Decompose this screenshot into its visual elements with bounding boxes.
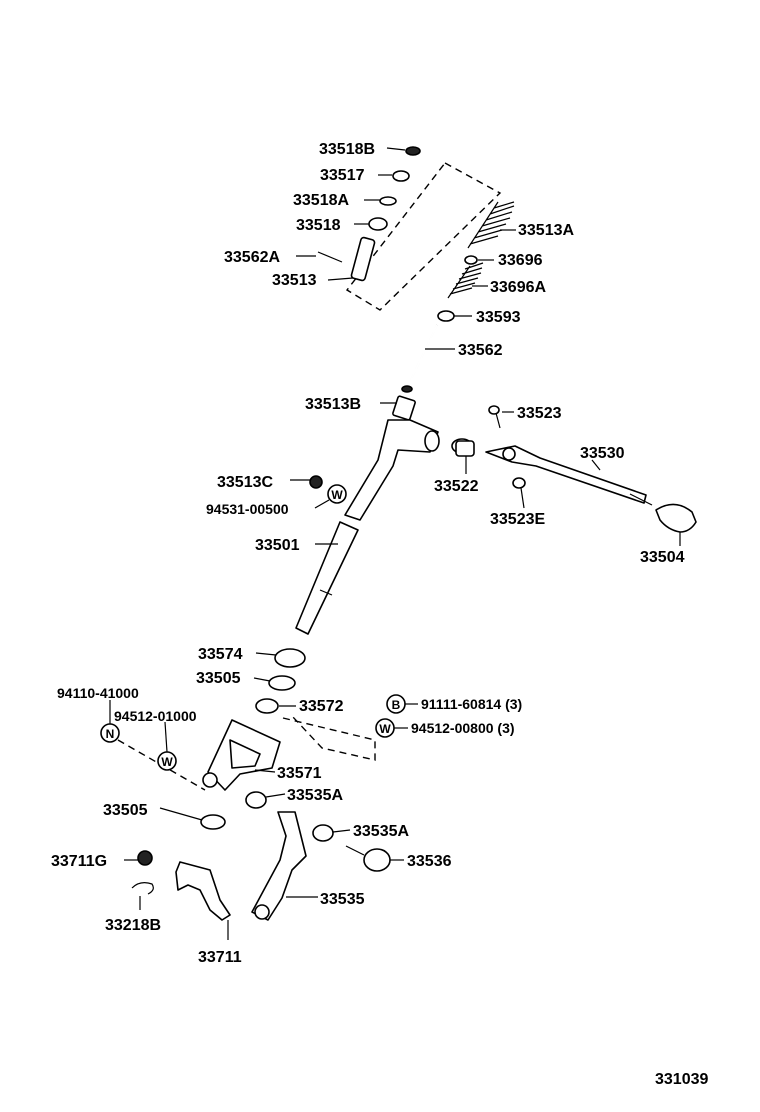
part-33535A-2-shape[interactable] (312, 824, 334, 842)
part-33517-shape[interactable] (392, 170, 410, 182)
part-33513-shape[interactable] (350, 236, 376, 282)
part-33518B-shape[interactable] (405, 146, 421, 156)
bolt-symbol: B (386, 694, 406, 714)
label-33536: 33536 (407, 853, 452, 870)
part-33593-shape[interactable] (437, 310, 455, 322)
label-33218B: 33218B (105, 917, 161, 934)
part-33513A-spring[interactable] (467, 201, 515, 249)
part-33518A-shape[interactable] (379, 196, 397, 206)
part-33513C-shape[interactable] (309, 475, 323, 489)
label-33571: 33571 (277, 765, 322, 782)
label-94531-00500: 94531-00500 (206, 501, 289, 517)
part-33523-bolt[interactable] (488, 405, 501, 429)
part-33562-rod[interactable] (401, 324, 438, 393)
part-33522-shape[interactable] (451, 438, 475, 457)
label-33513B: 33513B (305, 396, 361, 413)
label-33696: 33696 (498, 252, 543, 269)
label-33562A: 33562A (224, 249, 280, 266)
nut-symbol: N (100, 723, 120, 743)
label-33504: 33504 (640, 549, 685, 566)
part-33574-shape[interactable] (274, 648, 306, 668)
label-33513: 33513 (272, 272, 317, 289)
part-33513B-shape[interactable] (392, 395, 416, 421)
washer-symbol-1: W (327, 484, 347, 504)
label-33501: 33501 (255, 537, 300, 554)
label-33518B: 33518B (319, 141, 375, 158)
diagram-id: 331039 (655, 1071, 708, 1088)
label-33505-upper: 33505 (196, 670, 241, 687)
part-33696-shape[interactable] (464, 255, 478, 265)
label-33523E: 33523E (490, 511, 545, 528)
label-33572: 33572 (299, 698, 344, 715)
part-33535A-1-shape[interactable] (245, 791, 267, 809)
label-33535: 33535 (320, 891, 365, 908)
label-33711: 33711 (198, 949, 242, 966)
label-33574: 33574 (198, 646, 243, 663)
svg-text:W: W (379, 722, 391, 736)
part-33505a-shape[interactable] (268, 675, 296, 691)
part-33536-pin[interactable] (345, 845, 391, 872)
part-33523E-clip[interactable] (512, 477, 526, 489)
washer-symbol-3: W (375, 718, 395, 738)
dashed-group-lower (282, 715, 376, 761)
label-91111-60814: 91111-60814 (3) (421, 696, 522, 712)
part-33504-knob[interactable] (655, 503, 697, 533)
label-33562: 33562 (458, 342, 503, 359)
part-33535-lever[interactable] (251, 811, 307, 921)
washer-symbol-2: W (157, 751, 177, 771)
label-33505-lower: 33505 (103, 802, 148, 819)
label-33517: 33517 (320, 167, 365, 184)
part-33501-housing[interactable] (295, 419, 440, 635)
part-33518-shape[interactable] (368, 217, 388, 231)
svg-text:W: W (331, 488, 343, 502)
part-33562A-shape[interactable] (317, 251, 343, 263)
label-33523: 33523 (517, 405, 562, 422)
label-33530: 33530 (580, 445, 625, 462)
part-33696A-spring[interactable] (447, 262, 484, 299)
svg-text:W: W (161, 755, 173, 769)
part-33571-bracket[interactable] (202, 719, 281, 791)
svg-text:B: B (392, 698, 401, 712)
label-33696A: 33696A (490, 279, 546, 296)
label-33513C: 33513C (217, 474, 273, 491)
part-33711G-shape[interactable] (137, 850, 153, 866)
part-33572-shape[interactable] (255, 698, 279, 714)
part-33505b-shape[interactable] (200, 814, 226, 830)
dashed-group-upper (345, 162, 502, 311)
leader-lines (109, 147, 681, 940)
label-33518: 33518 (296, 217, 341, 234)
label-33513A: 33513A (518, 222, 574, 239)
svg-text:N: N (106, 727, 115, 741)
part-33530-lever[interactable] (485, 445, 653, 506)
label-33522: 33522 (434, 478, 479, 495)
part-33711-bracket[interactable] (175, 861, 231, 921)
label-33593: 33593 (476, 309, 521, 326)
label-94512-01000: 94512-01000 (114, 708, 197, 724)
label-33535A-lower: 33535A (353, 823, 409, 840)
part-33218B-clip[interactable] (131, 882, 154, 895)
label-33518A: 33518A (293, 192, 349, 209)
label-94110-41000: 94110-41000 (57, 685, 139, 701)
label-94512-00800: 94512-00800 (3) (411, 720, 515, 736)
label-33711G: 33711G (51, 853, 107, 870)
label-33535A-upper: 33535A (287, 787, 343, 804)
